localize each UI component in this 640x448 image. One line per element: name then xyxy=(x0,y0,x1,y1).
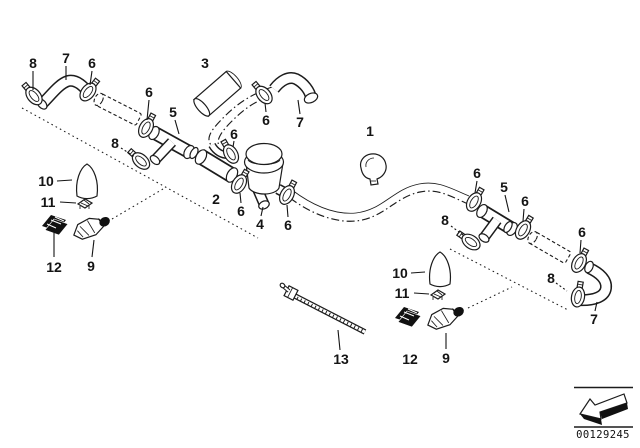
part-callout-8-25: 8 xyxy=(547,270,555,286)
part-callout-6-6: 6 xyxy=(262,112,270,128)
callout-leader-9-18 xyxy=(91,239,95,258)
grommet-12 xyxy=(41,214,69,236)
callout-leader-13-19 xyxy=(337,329,341,351)
t-connector-5-right xyxy=(476,203,518,243)
part-callout-3-3: 3 xyxy=(201,55,209,71)
part-callout-1-10: 1 xyxy=(366,123,374,139)
part-callout-9-18: 9 xyxy=(87,258,95,274)
callout-leader-5-5 xyxy=(174,119,180,135)
part-callout-5-21: 5 xyxy=(500,179,508,195)
washer-jet-9 xyxy=(425,304,468,331)
part-callout-5-5: 5 xyxy=(169,104,177,120)
part-callout-6-22: 6 xyxy=(521,193,529,209)
washer-jet-9 xyxy=(71,214,114,241)
clip-11 xyxy=(430,289,446,301)
callout-leader-7-26 xyxy=(594,301,598,312)
part-callout-7-26: 7 xyxy=(590,311,598,327)
mounting-boundary-lines xyxy=(21,107,569,311)
cover-cone-10 xyxy=(75,163,99,200)
direction-arrow-icon xyxy=(579,393,628,425)
dashed-tube-right xyxy=(527,230,572,264)
callout-leader-6-4 xyxy=(146,99,150,121)
part-callout-6-16: 6 xyxy=(284,217,292,233)
part-callout-8-9: 8 xyxy=(111,135,119,151)
callout-leader-6-2 xyxy=(89,70,93,86)
callout-leader-6-20 xyxy=(474,180,478,194)
callout-leader-6-8 xyxy=(232,140,235,148)
part-callout-6-4: 6 xyxy=(145,84,153,100)
document-number: 00129245 xyxy=(576,429,630,441)
pipe-3 xyxy=(192,70,242,118)
part-callout-10-11: 10 xyxy=(38,173,54,189)
part-callout-13-19: 13 xyxy=(333,351,349,367)
cover-cone-10 xyxy=(428,251,452,288)
part-callout-6-14: 6 xyxy=(237,203,245,219)
callout-leader-8-9 xyxy=(120,147,136,158)
part-callout-11-12: 11 xyxy=(41,194,56,210)
callout-leader-6-6 xyxy=(264,102,267,113)
callout-leader-6-22 xyxy=(522,208,525,222)
callout-leader-6-14 xyxy=(239,192,242,204)
callout-leader-11-28 xyxy=(413,292,430,295)
hose-center-curve xyxy=(289,182,470,222)
footer: 00129245 xyxy=(574,386,633,441)
part-callout-6-20: 6 xyxy=(473,165,481,181)
cable-strap-13 xyxy=(279,282,367,335)
part-callout-10-27: 10 xyxy=(392,265,408,281)
grommet-12 xyxy=(394,306,422,328)
hose-bracket-1 xyxy=(359,153,387,186)
part-callout-9-30: 9 xyxy=(442,350,450,366)
part-callout-6-24: 6 xyxy=(578,224,586,240)
clip-11 xyxy=(77,198,93,210)
callout-leader-10-27 xyxy=(410,271,426,274)
callout-leader-6-24 xyxy=(579,239,582,254)
callout-leader-8-25 xyxy=(555,282,568,292)
callout-leader-7-7 xyxy=(297,99,301,115)
callout-leader-4-15 xyxy=(260,206,264,217)
part-callout-6-8: 6 xyxy=(230,126,238,142)
part-callout-12-17: 12 xyxy=(46,259,62,275)
part-callout-4-15: 4 xyxy=(256,216,264,232)
clamp-8 xyxy=(124,145,154,174)
callout-leader-10-11 xyxy=(56,179,73,182)
part-callout-7-1: 7 xyxy=(62,50,70,66)
part-callout-2-13: 2 xyxy=(212,191,220,207)
part-callout-7-7: 7 xyxy=(296,114,304,130)
callout-leader-6-16 xyxy=(286,204,289,218)
callout-leader-11-12 xyxy=(59,201,77,204)
callout-leader-5-21 xyxy=(504,194,510,213)
elbow-hose-7-top xyxy=(269,72,319,104)
dashed-tube-left xyxy=(93,92,142,126)
part-callout-8-0: 8 xyxy=(29,55,37,71)
part-callout-11-28: 11 xyxy=(395,285,410,301)
part-callout-12-29: 12 xyxy=(402,351,418,367)
check-valve-4 xyxy=(243,142,296,210)
part-callout-6-2: 6 xyxy=(88,55,96,71)
part-callout-8-23: 8 xyxy=(441,212,449,228)
t-connector-5-left xyxy=(148,125,199,166)
